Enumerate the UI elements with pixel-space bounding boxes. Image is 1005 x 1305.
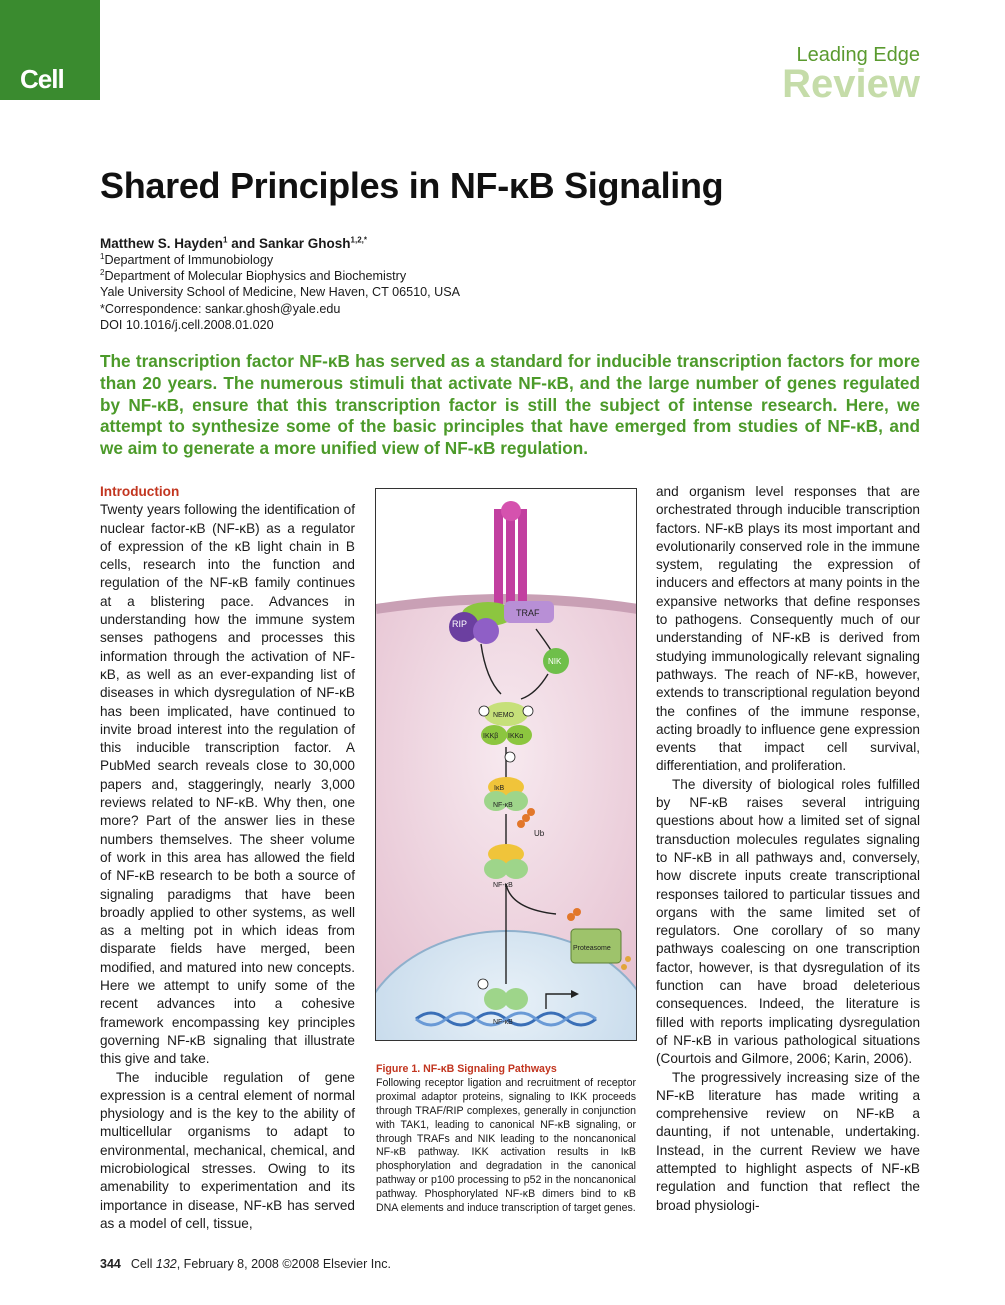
journal-volume: 132 (155, 1257, 177, 1271)
signal-arrow (480, 643, 502, 695)
correspondence-line[interactable]: *Correspondence: sankar.ghosh@yale.edu (100, 301, 341, 316)
author-connector: and (227, 236, 259, 251)
nemo-protein (484, 702, 528, 726)
author-affiliation-marker: 1 (223, 235, 228, 245)
nfkb-pathway-diagram: TRAF RIP NIK NEMO IKKβ IKKα IκB NF-κB (376, 489, 636, 1040)
publication-info: , February 8, 2008 ©2008 Elsevier Inc. (176, 1257, 391, 1271)
body-column-right: and organism level responses that are or… (656, 483, 920, 1215)
proteasome (570, 928, 622, 964)
ubiquitin (567, 913, 575, 921)
ubiquitin (517, 820, 525, 828)
ub-label: Ub (534, 829, 545, 838)
figure-1: TRAF RIP NIK NEMO IKKβ IKKα IκB NF-κB (375, 488, 637, 1041)
nik-protein (543, 648, 569, 674)
nemo-label: NEMO (493, 712, 515, 719)
ubiquitin (522, 814, 530, 822)
nfkb-subunit (484, 859, 508, 879)
affiliations: 1Department of Immunobiology 2Department… (100, 252, 460, 333)
article-type-label: Review (782, 62, 920, 106)
article-title: Shared Principles in NF-κB Signaling (100, 165, 724, 206)
author-line: Matthew S. Hayden1 and Sankar Ghosh1,2,* (100, 236, 367, 251)
affiliation-line: 2Department of Molecular Biophysics and … (100, 268, 407, 284)
nfkb-subunit (484, 988, 508, 1010)
ikka-label: IKKα (508, 733, 523, 740)
nfkb-label: NF-κB (493, 1019, 513, 1026)
ikb-protein (488, 844, 524, 864)
nfkb-subunit (504, 859, 528, 879)
journal-logo: Cell (0, 0, 100, 100)
peptide-fragment (625, 956, 631, 962)
traf-label: TRAF (516, 608, 540, 618)
journal-name: Cell (130, 1257, 156, 1271)
nfkb-subunit (504, 791, 528, 811)
rip-protein (449, 612, 479, 642)
phosphate-marker (504, 751, 516, 763)
phosphate-marker (477, 978, 489, 990)
ikb-label: IκB (494, 785, 504, 792)
phosphate-marker (478, 705, 490, 717)
author-name: Sankar Ghosh (259, 236, 351, 251)
body-paragraph: The diversity of biological roles fulfil… (656, 776, 920, 1067)
nfkb-subunit (504, 988, 528, 1010)
nfkb-label: NF-κB (493, 802, 513, 809)
dna-strand (415, 1011, 597, 1027)
signal-arrow (520, 673, 549, 700)
signal-arrow (505, 883, 557, 915)
doi-line[interactable]: DOI 10.1016/j.cell.2008.01.020 (100, 317, 274, 332)
affiliation-line: Yale University School of Medicine, New … (100, 285, 461, 300)
nfkb-subunit (484, 791, 508, 811)
figure-caption-text: Following receptor ligation and recruitm… (376, 1076, 636, 1215)
body-paragraph: Twenty years following the identificatio… (100, 502, 355, 1067)
ikkb-label: IKKβ (483, 733, 498, 740)
ikkb-protein (481, 725, 507, 745)
peptide-fragment (621, 964, 627, 970)
journal-logo-text: Cell (20, 64, 65, 94)
proteasome-label: Proteasome (573, 945, 611, 952)
ikka-protein (506, 725, 532, 745)
page-number: 344 (100, 1257, 121, 1271)
nfkb-label: NF-κB (493, 882, 513, 889)
receptor-chain (494, 509, 503, 619)
ubiquitin (573, 908, 581, 916)
body-column-left: Introduction Twenty years following the … (100, 483, 355, 1233)
receptor-chain (506, 509, 515, 619)
rip-protein (473, 618, 499, 644)
body-paragraph: The inducible regulation of gene express… (100, 1069, 355, 1231)
phosphate-marker (522, 705, 534, 717)
abstract: The transcription factor NF-κB has serve… (100, 351, 920, 459)
page-footer: 344 Cell 132, February 8, 2008 ©2008 Else… (100, 1257, 391, 1271)
figure-caption-title: Figure 1. NF-κB Signaling Pathways (376, 1063, 557, 1075)
rip-label: RIP (452, 619, 467, 629)
author-name: Matthew S. Hayden (100, 236, 224, 251)
section-heading-introduction: Introduction (100, 484, 180, 499)
nik-label: NIK (548, 657, 562, 666)
affiliation-line: 1Department of Immunobiology (100, 251, 274, 267)
figure-caption: Figure 1. NF-κB Signaling Pathways Follo… (376, 1063, 636, 1216)
author-affiliation-marker: 1,2,* (350, 235, 367, 245)
body-paragraph: The progressively increasing size of the… (656, 1069, 920, 1213)
receptor-ligand-domain (501, 501, 521, 521)
body-paragraph: and organism level responses that are or… (656, 484, 920, 774)
section-label: Leading Edge (796, 44, 920, 66)
transcription-arrowhead (571, 990, 579, 998)
receptor-chain (518, 509, 527, 619)
ubiquitin (527, 808, 535, 816)
transcription-arrow (545, 993, 571, 1009)
traf-protein (504, 601, 554, 623)
